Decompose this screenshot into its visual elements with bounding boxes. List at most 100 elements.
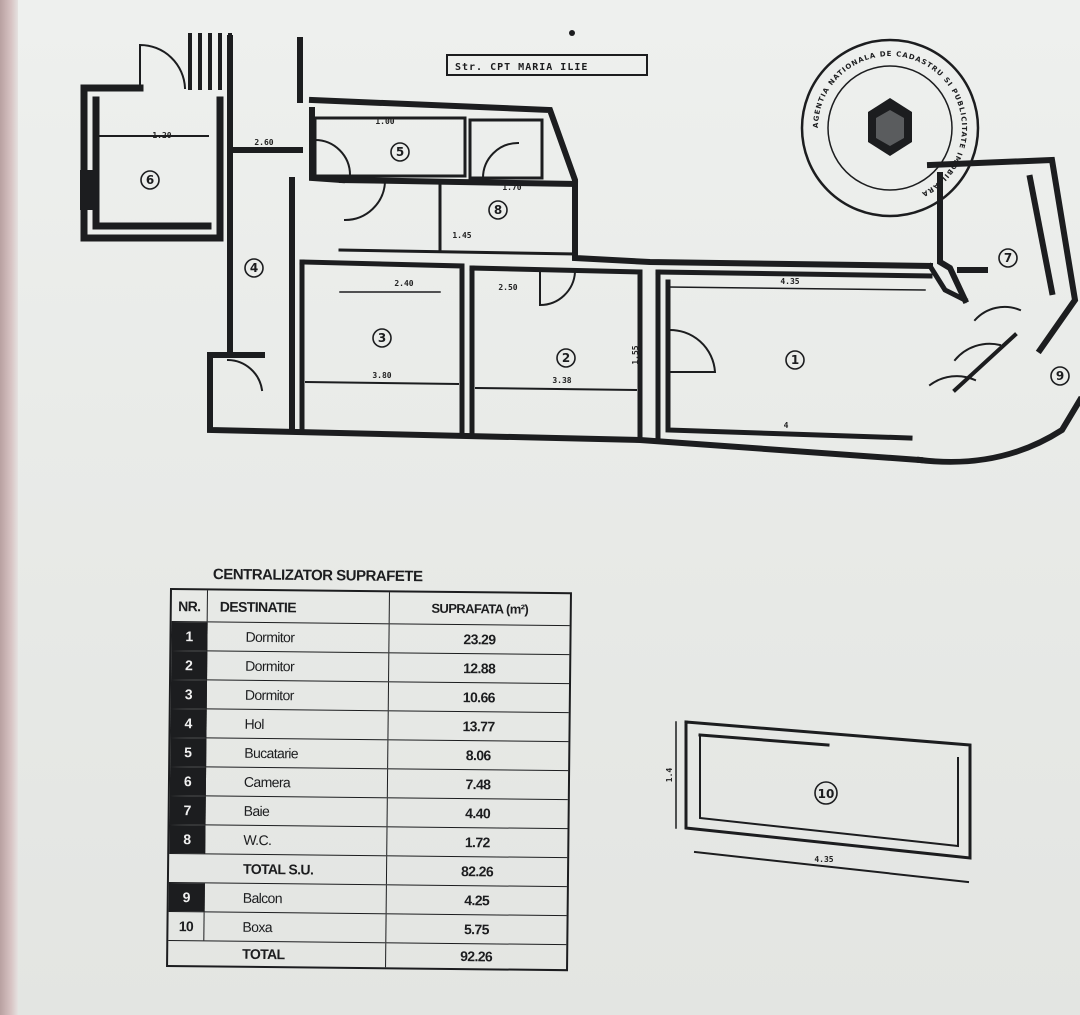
row-suprafata: 1.72 — [464, 834, 490, 851]
svg-text:10: 10 — [818, 787, 835, 801]
dim-label: 4 — [784, 421, 789, 430]
door-swing — [955, 344, 1000, 360]
room-label-4: 4 — [245, 259, 263, 277]
door-swing — [228, 360, 262, 390]
room-5-walls — [315, 118, 575, 254]
table-row: 4 Hol 13.77 — [170, 709, 569, 743]
svg-text:1: 1 — [791, 353, 799, 367]
row-nr — [169, 854, 205, 882]
dim-label: 2.40 — [394, 279, 413, 288]
dim-label: 3.80 — [372, 371, 391, 380]
balcony-wall — [920, 400, 1080, 462]
row-suprafata: 8.06 — [465, 747, 491, 764]
room-label-2: 2 — [557, 349, 575, 367]
room-1-walls — [658, 266, 965, 440]
dim-label: 1.70 — [502, 183, 521, 192]
row-suprafata: 4.40 — [465, 805, 491, 822]
row-nr: 10 — [168, 912, 205, 941]
dim-label: 2.60 — [254, 138, 273, 147]
row-destinatie: Balcon — [204, 883, 387, 914]
room-label-3: 3 — [373, 329, 391, 347]
table-row: 7 Baie 4.40 — [169, 796, 568, 830]
door-swing — [140, 45, 185, 88]
street-label-box — [447, 55, 647, 75]
row-nr: 3 — [170, 680, 208, 709]
paper-edge — [0, 0, 20, 1015]
row-nr — [168, 941, 204, 965]
total-label: TOTAL — [204, 941, 387, 968]
svg-text:5: 5 — [396, 145, 404, 159]
dim-label: 2.50 — [498, 283, 517, 292]
door-swing — [345, 182, 385, 220]
row-nr: 8 — [169, 825, 206, 854]
room-label-5: 5 — [391, 143, 409, 161]
table-row: 6 Camera 7.48 — [169, 767, 569, 801]
row-destinatie: Camera — [205, 767, 389, 798]
table-row: 3 Dormitor 10.66 — [170, 680, 570, 714]
dim-label: 1.55 — [631, 345, 640, 364]
table-row: 2 Dormitor 12.88 — [171, 651, 570, 685]
header-suprafata: SUPRAFATA (m²) — [431, 600, 529, 617]
svg-text:8: 8 — [494, 203, 502, 217]
table-row: 8 W.C. 1.72 — [169, 825, 568, 859]
dot-mark — [569, 30, 575, 36]
room-labels: 1 2 3 4 5 6 7 8 9 10 — [141, 143, 1069, 804]
row-destinatie: Dormitor — [207, 622, 390, 653]
dimension-line — [668, 287, 925, 290]
dim-label: 4.35 — [780, 277, 799, 286]
row-nr: 9 — [168, 883, 205, 912]
svg-text:7: 7 — [1004, 251, 1012, 265]
row-destinatie: Dormitor — [207, 651, 390, 682]
window-mark — [80, 170, 94, 210]
dim-label: 1.4 — [665, 768, 674, 783]
table-row: 9 Balcon 4.25 — [168, 883, 567, 917]
stair-lines — [190, 35, 230, 88]
table-row: 10 Boxa 5.75 — [168, 912, 567, 946]
table-row: 5 Bucatarie 8.06 — [170, 738, 569, 772]
bedroom-walls — [302, 262, 640, 438]
row-suprafata: 10.66 — [462, 689, 495, 706]
street-label: Str. CPT MARIA ILIE — [455, 62, 588, 73]
row-nr: 6 — [169, 767, 207, 796]
room-label-10: 10 — [815, 782, 837, 804]
dim-label: 1.45 — [452, 231, 471, 240]
svg-text:9: 9 — [1056, 369, 1064, 383]
door-swing — [315, 140, 350, 175]
table-total-row: TOTAL 92.26 — [168, 941, 566, 969]
hall-walls — [210, 38, 930, 460]
dim-label: 4.35 — [814, 855, 833, 864]
room-label-7: 7 — [999, 249, 1017, 267]
door-swing — [540, 270, 575, 305]
door-swing — [975, 307, 1020, 320]
row-destinatie: Baie — [205, 796, 388, 827]
surface-table: NR. DESTINATIE SUPRAFATA (m²) 1 Dormitor… — [166, 588, 572, 972]
row-destinatie: W.C. — [205, 825, 388, 856]
dimension-labels: 4.35 4.35 4 3.80 3.38 1.70 1.45 1.00 2.6… — [152, 117, 833, 864]
svg-text:6: 6 — [146, 173, 154, 187]
row-destinatie: Bucatarie — [206, 738, 389, 769]
table-subtotal-row: TOTAL S.U. 82.26 — [168, 854, 568, 888]
room-10-walls — [676, 722, 970, 882]
row-suprafata: 5.75 — [463, 921, 489, 938]
svg-text:4: 4 — [250, 261, 258, 275]
table-header-row: NR. DESTINATIE SUPRAFATA (m²) — [171, 590, 570, 627]
room-label-6: 6 — [141, 171, 159, 189]
row-destinatie: Boxa — [204, 912, 387, 943]
row-nr: 5 — [170, 738, 207, 767]
header-nr: NR. — [171, 590, 208, 622]
door-swing — [668, 330, 715, 372]
row-suprafata: 4.25 — [464, 892, 490, 909]
row-suprafata: 23.29 — [463, 631, 496, 648]
dim-label: 1.20 — [152, 131, 171, 140]
table-title: CENTRALIZATOR SUPRAFETE — [212, 566, 423, 586]
door-swing — [483, 143, 518, 178]
room-7-walls — [930, 160, 1075, 350]
table-row: 1 Dormitor 23.29 — [171, 622, 570, 656]
svg-text:2: 2 — [562, 351, 570, 365]
subtotal-value: 82.26 — [460, 863, 494, 880]
door-swing — [930, 376, 975, 385]
official-stamp: AGENTIA NATIONALA DE CADASTRU SI PUBLICI… — [802, 40, 978, 216]
row-suprafata: 13.77 — [462, 718, 495, 735]
header-destinatie: DESTINATIE — [207, 590, 390, 624]
